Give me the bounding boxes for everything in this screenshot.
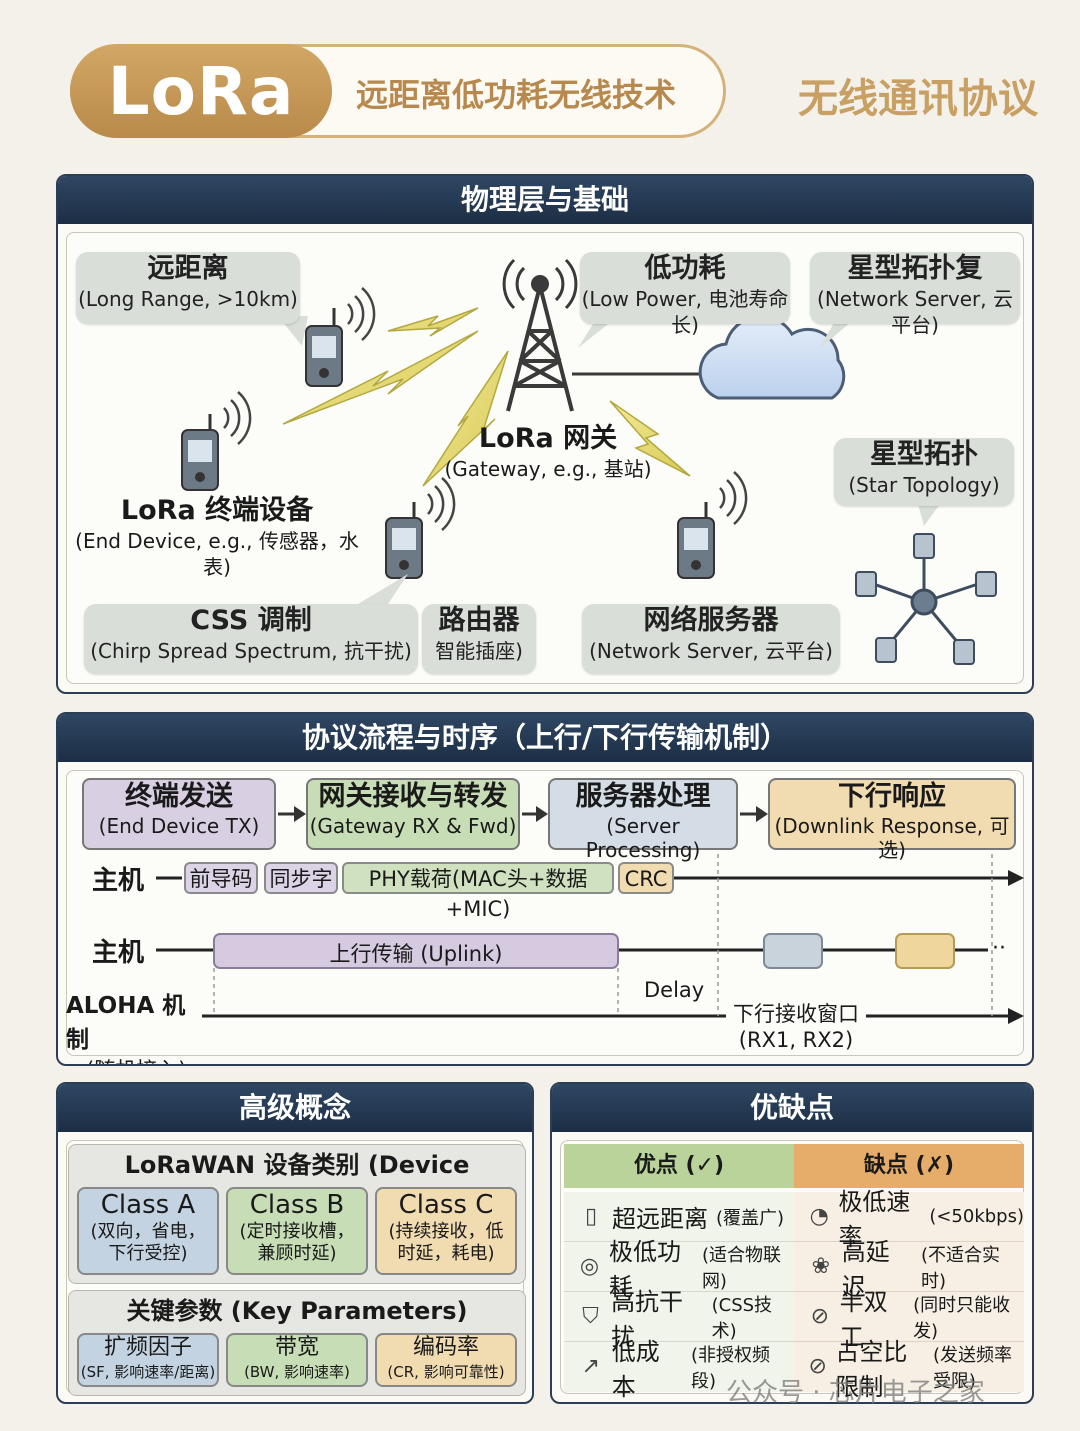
protocol-panel: 协议流程与时序（上行/下行传输机制） 终端发送 (End Device TX) … [56,712,1034,1066]
header-right-title: 无线通讯协议 [798,76,1038,122]
frame-preamble: 前导码 [184,862,258,894]
uplink-label: 上行传输 (Uplink) [329,942,503,966]
cons-column: ◔极低速率(<50kbps) ❀高延迟(不适合实时) ⊘半双工(同时只能收发) … [794,1188,1024,1401]
pro-item: ⛉高抗干扰(CSS技术) [564,1288,794,1351]
host1-label: 主机 [92,866,145,896]
aloha-label: ALOHA 机制 (随机接入) [66,993,186,1064]
class-a-card: Class A (双向，省电，下行受控) [77,1187,219,1275]
key-params-title: 关键参数 (Key Parameters) [126,1297,468,1325]
step-downlink-response: 下行响应 (Downlink Response, 可选) [768,778,1016,862]
rx2-window [895,933,955,969]
cons-header: 缺点 (✗) [794,1144,1024,1188]
low-power-bubble: 低功耗 (Low Power, 电池寿命长) [580,252,790,337]
bubble-tail [578,316,618,348]
limit-icon: ⊘ [808,1354,827,1379]
end-device-icon-2 [181,391,252,491]
network-server-bubble: 网络服务器 (Network Server, 云平台) [582,604,840,674]
gateway-label: LoRa 网关 (Gateway, e.g., 基站) [444,423,652,481]
bubble-tail [358,574,408,604]
rx1-window [763,933,823,969]
globe-icon: ◎ [579,1253,600,1279]
bolt-3 [422,350,509,487]
param-sf-card: 扩频因子 (SF, 影响速率/距离) [77,1333,219,1387]
bolt-1 [387,307,479,337]
star-topology-bubble: 星型拓扑 (Star Topology) [834,438,1014,506]
lora-logo: LoRa [70,44,332,138]
con-item: ⊘半双工(同时只能收发) [794,1288,1024,1351]
header-subtitle: 远距离低功耗无线技术 [356,76,677,114]
network-illustration [181,258,997,665]
device-classes-section: LoRaWAN 设备类别 (Device Classes) Class A (双… [68,1144,526,1284]
gateway-tower-icon [502,258,718,412]
timing-diagram [156,806,1024,1024]
protocol-panel-title: 协议流程与时序（上行/下行传输机制） [58,714,1032,762]
flow-arrows [278,806,768,822]
star-topology-icon [855,533,997,665]
class-b-card: Class B (定时接收槽，兼顾时延) [226,1187,368,1275]
ellipsis-mark: ·· [992,936,1006,961]
pro-item: ↗低成本(非授权频段) [564,1338,794,1401]
param-bw-card: 带宽 (BW, 影响速率) [226,1333,368,1387]
bubble-tail [918,504,940,526]
no-icon: ⊘ [810,1303,830,1329]
bolt-2 [282,330,479,425]
frame-phy-payload: PHY载荷(MAC头+数据+MIC) [342,862,614,921]
bubble-tail [818,316,858,350]
pro-item: ▯超远距离(覆盖广) [564,1192,794,1242]
step-end-device-tx: 终端发送 (End Device TX) [82,778,276,850]
shield-icon: ⛉ [582,1303,599,1329]
end-device-icon-1 [305,287,376,387]
advanced-panel-title: 高级概念 [58,1084,532,1132]
con-item: ⊘占空比限制(发送频率受限) [808,1338,1012,1401]
star-complex-bubble: 星型拓扑复 (Network Server, 云平台) [810,252,1020,337]
chart-icon: ↗ [581,1354,601,1379]
con-item: ❀高延迟(不适合实时) [794,1238,1024,1301]
physical-layer-panel: 物理层与基础 [56,174,1034,694]
battery-icon: ▯ [584,1203,598,1229]
frame-sync-word: 同步字 [264,862,338,894]
css-bubble: CSS 调制 (Chirp Spread Spectrum, 抗干扰) [84,604,418,674]
advanced-panel: 高级概念 LoRaWAN 设备类别 (Device Classes) Class… [56,1082,534,1404]
physical-panel-title: 物理层与基础 [58,176,1032,224]
step-server-processing: 服务器处理 (Server Processing) [548,778,738,862]
end-device-icon-4 [677,471,748,579]
host2-label: 主机 [92,938,145,968]
pro-item: ◎极低功耗(适合物联网) [564,1238,794,1301]
class-c-card: Class C (持续接收，低时延，耗电) [375,1187,517,1275]
watermark: 公众号 · 芯片电子之家 [726,1378,985,1408]
pros-column: ▯超远距离(覆盖广) ◎极低功耗(适合物联网) ⛉高抗干扰(CSS技术) ↗低成… [564,1192,794,1401]
frame-crc: CRC [618,862,674,894]
end-device-label: LoRa 终端设备 (End Device, e.g., 传感器，水表) [75,495,359,579]
snail-icon: ❀ [811,1253,831,1279]
long-range-bubble: 远距离 (Long Range, >10km) [76,252,300,324]
pros-header: 优点 (✓) [564,1144,794,1188]
speed-icon: ◔ [809,1203,829,1229]
delay-label: Delay [644,978,705,1002]
router-bubble: 路由器 智能插座) [422,604,536,674]
rx-window-label: 下行接收窗口 (RX1, RX2) [726,998,866,1052]
step-gateway-rx: 网关接收与转发 (Gateway RX & Fwd) [306,778,520,850]
uplink-bar [213,933,619,969]
pros-cons-panel-title: 优缺点 [552,1084,1032,1132]
bolt-4 [609,400,691,477]
end-device-icon-3 [385,477,456,579]
key-params-section: 关键参数 (Key Parameters) 扩频因子 (SF, 影响速率/距离)… [68,1290,526,1396]
pros-cons-panel: 优缺点 优点 (✓) 缺点 (✗) ▯超远距离(覆盖广) ◎极低功耗(适合物联网… [550,1082,1034,1404]
con-item: ◔极低速率(<50kbps) [794,1188,1024,1251]
param-cr-card: 编码率 (CR, 影响可靠性) [375,1333,517,1387]
